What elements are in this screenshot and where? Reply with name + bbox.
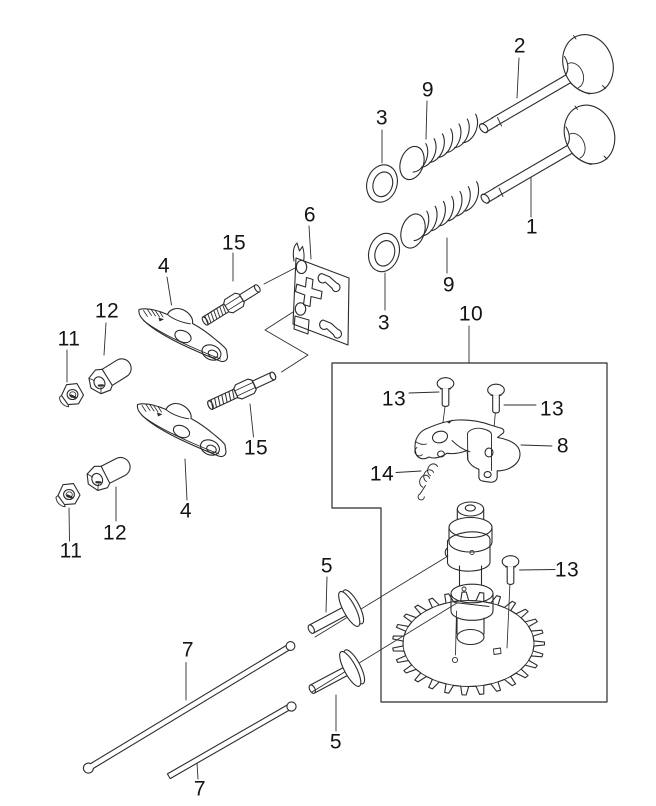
rocker-arm-lower [136,402,227,459]
bolt-lower [501,555,520,585]
rocker-pivot-upper [82,351,138,400]
valve-seal-lower [367,232,401,273]
callout-valve-spring-upper: 9 [421,78,435,102]
callout-tappet-upper: 5 [320,554,334,578]
callout-bolt-left: 13 [381,387,407,411]
valve-spring-upper [399,113,479,181]
callout-valve-seal-lower: 3 [377,311,391,335]
callout-governor-weight: 8 [556,434,570,458]
callout-rocker-arm-lower: 4 [179,499,193,523]
rocker-arm-upper [138,307,229,364]
callout-stud-upper: 15 [221,231,247,255]
callout-rocker-pivot-upper: 12 [94,299,120,323]
callout-rocker-pivot-lower: 12 [102,521,128,545]
valve-1 [478,97,624,206]
callout-valve-spring-lower: 9 [442,273,456,297]
stud-lower [204,367,280,414]
callout-flange-nut-lower: 11 [59,539,83,563]
governor-spring [417,463,438,501]
callout-push-rod-lower: 7 [193,777,207,801]
callout-tappet-lower: 5 [329,730,343,754]
callout-valve-1: 1 [525,215,539,239]
callout-stud-lower: 15 [243,436,269,460]
flange-nut-upper [58,382,85,408]
governor-weight [414,419,521,483]
bolt-right [487,383,505,414]
callout-guide-plate: 6 [303,203,317,227]
callout-flange-nut-upper: 11 [57,327,81,351]
tappet-lower [300,646,370,709]
callout-governor-spring: 14 [369,462,395,486]
callout-bolt-right: 13 [539,397,565,421]
callout-rocker-arm-upper: 4 [157,254,171,278]
tappet-upper [299,586,369,649]
push-rod-upper [82,641,296,774]
stud-upper [198,280,264,330]
callout-valve-2: 2 [513,34,527,58]
valve-spring-lower [400,181,480,249]
bolt-left [436,377,455,407]
flange-nut-lower [54,482,82,508]
callout-bolt-lower: 13 [554,558,580,582]
callout-valve-seal-upper: 3 [375,106,389,130]
guide-plate [292,242,350,346]
cam-gear [392,591,546,696]
camshaft [392,501,546,696]
rocker-pivot-lower [81,450,136,496]
valve-seal-upper [366,164,398,203]
leader-lines [66,57,556,780]
projection-lines [263,266,511,693]
callout-camshaft-assembly: 10 [458,302,484,326]
callout-push-rod-upper: 7 [181,638,195,662]
camshaft-assembly-box [331,362,608,703]
push-rod-lower [166,701,297,780]
